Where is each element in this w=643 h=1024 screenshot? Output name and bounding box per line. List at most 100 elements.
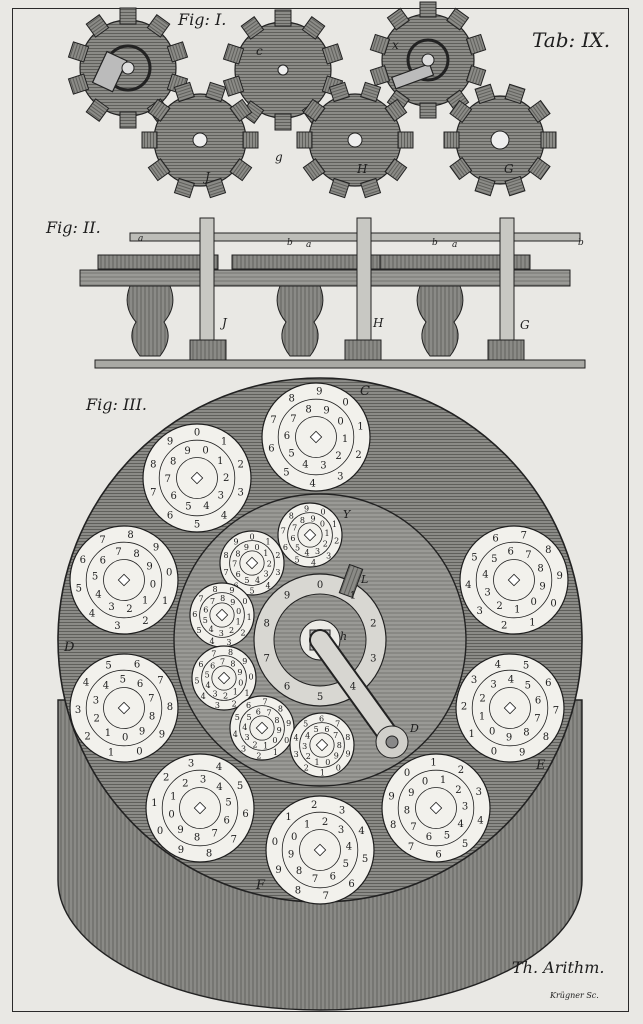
dial-numeral: 7: [263, 698, 268, 707]
dial-numeral: 1: [221, 436, 227, 447]
dial-numeral: 6: [100, 556, 106, 567]
dial-numeral: 7: [335, 719, 340, 728]
fig3-part-letter: h: [340, 630, 348, 643]
dial-numeral: 0: [166, 568, 172, 579]
dial-numeral: 4: [358, 826, 364, 837]
dial-numeral: 2: [126, 604, 132, 615]
dial-numeral: 5: [244, 576, 249, 585]
fig3-label: Fig: III.: [86, 395, 147, 414]
fig1-wheel-letter: H: [357, 162, 368, 176]
dial-numeral: 8: [220, 594, 225, 603]
dial-numeral: 1: [325, 529, 330, 538]
dial-numeral: 7: [220, 657, 225, 666]
dial-numeral: 1: [285, 812, 291, 823]
fig1-wheel-letter: x: [392, 38, 399, 52]
dial-numeral: 8: [149, 711, 155, 722]
dial-numeral: 6: [236, 570, 241, 579]
dial-numeral: 6: [348, 879, 354, 890]
dial-numeral: 5: [205, 671, 210, 680]
plate-frame: [12, 8, 629, 1012]
dial-numeral: 8: [133, 549, 139, 560]
dial-numeral: 7: [323, 891, 329, 902]
fig1-gears: [67, 1, 557, 199]
dial-numeral: 2: [311, 800, 317, 811]
dial-numeral: 9: [334, 751, 339, 760]
dial-numeral: 7: [198, 594, 203, 603]
dial-numeral: 0: [249, 532, 254, 541]
dial-numeral: 8: [390, 820, 396, 831]
dial-numeral: 8: [300, 516, 305, 525]
dial-numeral: 5: [523, 661, 529, 672]
dial-numeral: 6: [242, 809, 248, 820]
ring-numeral: 7: [264, 653, 270, 664]
dial-numeral: 1: [430, 758, 436, 769]
dial-numeral: 3: [226, 638, 231, 647]
dial-numeral: 9: [177, 825, 183, 836]
dial-numeral: 1: [151, 798, 157, 809]
dial-numeral: 6: [324, 725, 329, 734]
dial-numeral: 8: [230, 660, 235, 669]
ring-numeral: 6: [284, 681, 290, 692]
dial-numeral: 6: [192, 610, 197, 619]
fig2-plate-mark: a: [452, 240, 458, 250]
dial-numeral: 3: [337, 472, 343, 483]
dial-numeral: 1: [529, 618, 535, 629]
dial-numeral: 4: [95, 590, 101, 601]
gear-top-centre: [222, 9, 344, 131]
fig1-wheel-letter: c: [256, 44, 263, 58]
dial-numeral: 1: [357, 422, 363, 433]
dial-numeral: 8: [194, 833, 200, 844]
ring-numeral: 8: [264, 619, 270, 630]
dial-numeral: 9: [288, 850, 294, 861]
dial-numeral: 2: [232, 700, 237, 709]
gear-bottom-right: [443, 83, 557, 197]
dial-numeral: 8: [345, 733, 350, 742]
dial-numeral: 1: [320, 769, 325, 778]
dial-numeral: 4: [465, 580, 471, 591]
dial-numeral: 9: [388, 792, 394, 803]
dial-numeral: 0: [272, 736, 277, 745]
fig3-part-letter: D: [64, 640, 75, 655]
dial-numeral: 6: [283, 543, 288, 552]
dial-numeral: 5: [491, 554, 497, 565]
dial-numeral: 2: [223, 692, 228, 701]
dial-numeral: 0: [491, 747, 497, 758]
dial-numeral: 2: [252, 740, 257, 749]
dial-numeral: 1: [263, 741, 268, 750]
dial-numeral: 0: [320, 508, 325, 517]
dial-numeral: 4: [304, 549, 309, 558]
dial-numeral: 8: [337, 741, 342, 750]
dial-numeral: 4: [83, 678, 89, 689]
dial-numeral: 2: [479, 694, 485, 705]
dial-numeral: 2: [84, 732, 90, 743]
dial-numeral: 4: [255, 576, 260, 585]
dial-numeral: 2: [496, 601, 502, 612]
dial-numeral: 1: [469, 729, 475, 740]
dial-numeral: 1: [247, 613, 252, 622]
dial-numeral: 0: [122, 733, 128, 744]
dial-numeral: 2: [323, 540, 328, 549]
dial-numeral: 4: [495, 659, 501, 670]
dial-numeral: 6: [492, 534, 498, 545]
dial-numeral: 0: [404, 768, 410, 779]
dial-numeral: 4: [242, 723, 247, 732]
dial-numeral: 0: [249, 673, 254, 682]
dial-numeral: 5: [120, 674, 126, 685]
dial-numeral: 5: [288, 448, 294, 459]
dial-numeral: 8: [537, 563, 543, 574]
dial-numeral: 1: [162, 596, 168, 607]
dial-numeral: 2: [455, 785, 461, 796]
dial-numeral: 6: [330, 872, 336, 883]
dial-numeral: 4: [103, 681, 109, 692]
dial-numeral: 7: [231, 835, 237, 846]
dial-numeral: 9: [539, 581, 545, 592]
dial-numeral: 7: [266, 709, 271, 718]
dial-numeral: 8: [127, 530, 133, 541]
